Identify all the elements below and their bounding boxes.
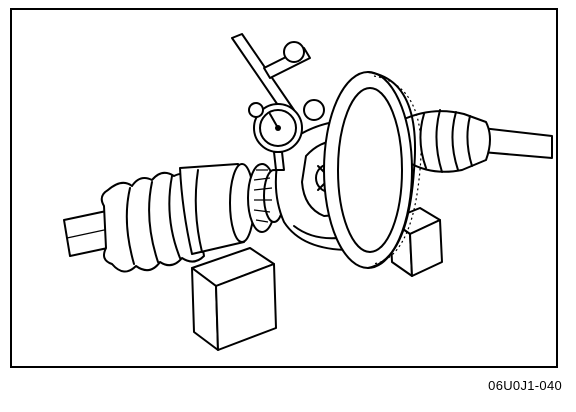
- differential-gear-dial-indicator-illustration: [63, 33, 553, 351]
- dial-indicator: [231, 33, 325, 171]
- left-cv-boot: [100, 171, 205, 273]
- figure-code: 06U0J1-040: [488, 378, 562, 393]
- left-support-block: [191, 247, 277, 351]
- ring-gear: [323, 71, 422, 269]
- left-cv-housing: [179, 163, 255, 255]
- figure-frame: [10, 8, 558, 368]
- right-axle-shaft: [401, 109, 553, 173]
